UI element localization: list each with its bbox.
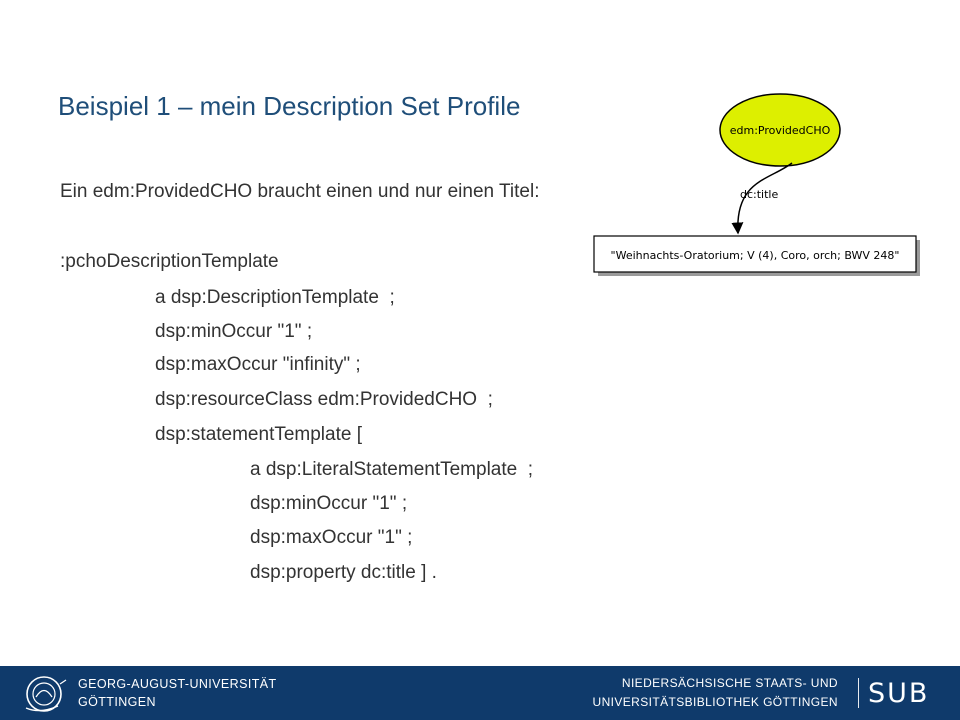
logo-divider <box>858 678 859 708</box>
sub-logo: SUB <box>868 678 929 709</box>
sub-logo-text: SUB <box>868 678 929 709</box>
university-name-line1: GEORG-AUGUST-UNIVERSITÄT <box>78 677 277 691</box>
library-name-line2: UNIVERSITÄTSBIBLIOTHEK GÖTTINGEN <box>592 695 838 709</box>
code-line: dsp:resourceClass edm:ProvidedCHO ; <box>155 389 493 410</box>
code-line: dsp:maxOccur "infinity" ; <box>155 354 361 375</box>
code-line: :pchoDescriptionTemplate <box>60 251 279 272</box>
code-line: dsp:maxOccur "1" ; <box>250 527 413 548</box>
code-line: a dsp:LiteralStatementTemplate ; <box>250 459 534 480</box>
edge-label: dc:title <box>740 188 778 201</box>
code-line: dsp:minOccur "1" ; <box>155 321 313 342</box>
university-seal-icon <box>25 676 67 712</box>
resource-node <box>719 93 841 167</box>
university-name-line2: GÖTTINGEN <box>78 695 156 709</box>
code-line: dsp:minOccur "1" ; <box>250 493 408 514</box>
code-line: dsp:property dc:title ] . <box>250 562 437 583</box>
code-line: a dsp:DescriptionTemplate ; <box>155 287 395 308</box>
footer-bar: GEORG-AUGUST-UNIVERSITÄT GÖTTINGEN NIEDE… <box>0 666 960 720</box>
slide-title: Beispiel 1 – mein Description Set Profil… <box>58 91 521 121</box>
node-label: edm:ProvidedCHO <box>730 124 831 137</box>
intro-text: Ein edm:ProvidedCHO braucht einen und nu… <box>60 181 540 202</box>
rdf-graph-diagram: edm:ProvidedCHO dc:title "Weihnachts-Ora… <box>593 93 920 276</box>
edge-arrow <box>731 162 793 235</box>
library-name-line1: NIEDERSÄCHSISCHE STAATS- UND <box>621 676 838 690</box>
literal-node <box>593 235 917 273</box>
literal-label: "Weihnachts-Oratorium; V (4), Coro, orch… <box>611 249 900 262</box>
code-line: dsp:statementTemplate [ <box>155 424 362 445</box>
